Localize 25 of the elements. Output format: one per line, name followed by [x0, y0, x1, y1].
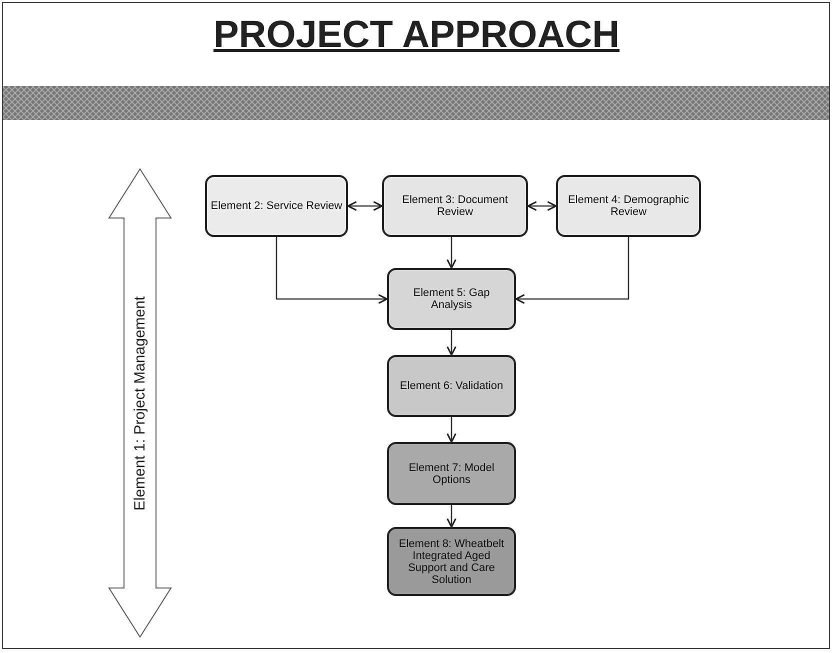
process-box: [387, 268, 516, 330]
arrow: [446, 330, 456, 356]
process-box: [387, 527, 516, 596]
double-arrow-shape: [108, 168, 172, 638]
node-text: Element 2: Service Review: [210, 200, 342, 212]
node-text: Element 3: Document Review: [401, 194, 509, 218]
node-text: Element 5: Gap Analysis: [412, 287, 491, 311]
arrow: [446, 505, 456, 528]
arrow: [347, 201, 383, 211]
process-box: [205, 175, 348, 237]
title: PROJECT APPROACH: [212, 14, 621, 57]
arrow: [515, 237, 630, 304]
process-box: [382, 175, 528, 237]
node-text: Element 4: Demographic Review: [566, 194, 690, 218]
arrow: [276, 237, 388, 304]
node-text: Element 7: Model Options: [408, 462, 496, 486]
arrow: [446, 417, 456, 443]
arrow: [446, 237, 456, 269]
node-text: Element 6: Validation: [400, 380, 504, 392]
arrow: [527, 201, 557, 211]
node-text: Element 8: Wheatbelt Integrated Aged Support and Care Solution: [398, 538, 506, 586]
process-box: [387, 355, 516, 417]
node-text: Element 1: Project Management: [132, 296, 148, 510]
process-box: [556, 175, 701, 237]
process-box: [387, 442, 516, 505]
